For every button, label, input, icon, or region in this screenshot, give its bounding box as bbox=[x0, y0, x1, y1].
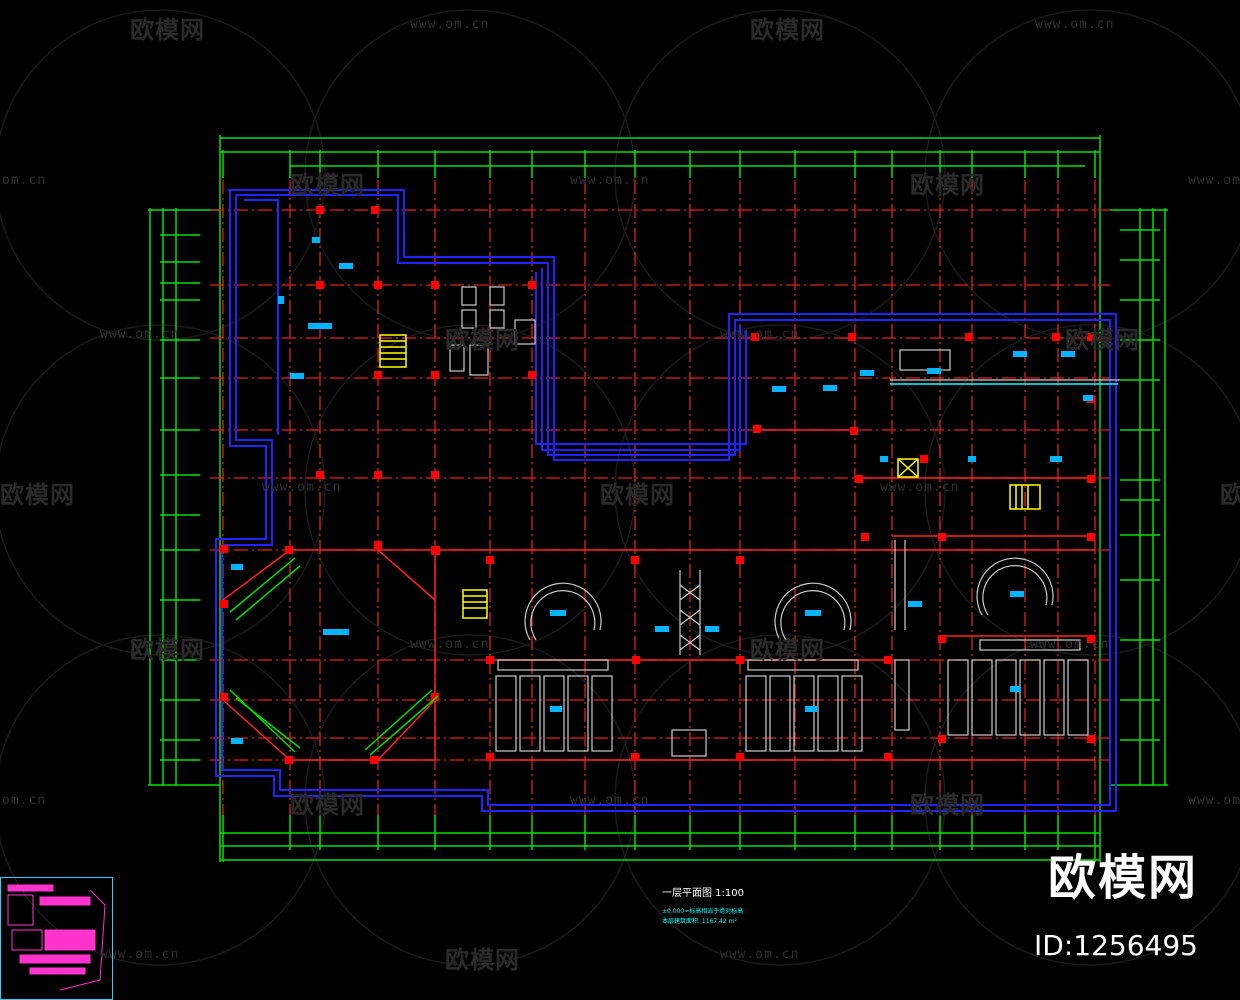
watermark-brand-12: 欧模网 bbox=[290, 791, 365, 819]
model-id: ID:1256495 bbox=[1034, 929, 1198, 962]
watermark-brand-13: 欧模网 bbox=[910, 791, 985, 819]
watermark-url-3: om.cn bbox=[2, 173, 47, 188]
drawing-title: 一层平面图 1:100 bbox=[662, 888, 744, 899]
watermark-url-6: www.om.cn bbox=[100, 327, 180, 342]
minimap-plan bbox=[7, 884, 106, 991]
watermark-url-2: www.om.cn bbox=[1035, 17, 1115, 32]
watermark-url-4: www.om.cn bbox=[570, 173, 650, 188]
room-labels bbox=[231, 237, 1093, 744]
fixtures bbox=[449, 286, 1120, 757]
watermark-url-13: www.om.cn bbox=[570, 793, 650, 808]
watermark-url-8: www.om.cn bbox=[262, 480, 342, 495]
watermark-brand-9: 欧模网 bbox=[1220, 481, 1240, 509]
watermark-brand-2: 欧模网 bbox=[750, 16, 825, 44]
watermark-brand-4: 欧模网 bbox=[910, 171, 985, 199]
outer-walls bbox=[215, 189, 1117, 812]
watermark-url-15: www.om.cn bbox=[100, 947, 180, 962]
watermark-brand-8: 欧模网 bbox=[600, 481, 675, 509]
watermark-brand-5: 欧模网 bbox=[445, 326, 520, 354]
drawing-note-2: 本层建筑面积: 1167.42 m² bbox=[662, 918, 737, 925]
watermark-url-16: www.om.cn bbox=[720, 947, 800, 962]
brand-logo-text: 欧模网 bbox=[1047, 850, 1198, 906]
watermark-url-11: www.om.cn bbox=[1030, 637, 1110, 652]
dimension-ticks bbox=[160, 150, 1160, 862]
watermark-url-7: www.om.cn bbox=[720, 327, 800, 342]
columns bbox=[220, 206, 1095, 764]
watermark-brand-14: 欧模网 bbox=[445, 946, 520, 974]
watermark-brand-6: 欧模网 bbox=[1065, 326, 1140, 354]
watermark-url-9: www.om.cn bbox=[880, 480, 960, 495]
watermark-url-12: om.cn bbox=[2, 793, 47, 808]
stairs bbox=[379, 334, 1041, 619]
watermark-url-5: www.om.cn bbox=[1188, 173, 1240, 188]
octagon-hall bbox=[229, 557, 439, 756]
site-minimap bbox=[0, 877, 113, 1000]
watermark-url-1: www.om.cn bbox=[410, 17, 490, 32]
watermark-brand-10: 欧模网 bbox=[130, 636, 205, 664]
watermark-url-10: www.om.cn bbox=[410, 637, 490, 652]
watermark-brand-3: 欧模网 bbox=[290, 171, 365, 199]
drawing-note-1: ±0.000=标高相当于绝对标高 bbox=[662, 908, 744, 915]
watermark-brand-7: 欧模网 bbox=[0, 481, 75, 509]
dimension-lines bbox=[148, 135, 1168, 862]
watermark-url-14: www.om.cn bbox=[1188, 793, 1240, 808]
watermark-brand-1: 欧模网 bbox=[130, 16, 205, 44]
watermark-brand-11: 欧模网 bbox=[750, 636, 825, 664]
